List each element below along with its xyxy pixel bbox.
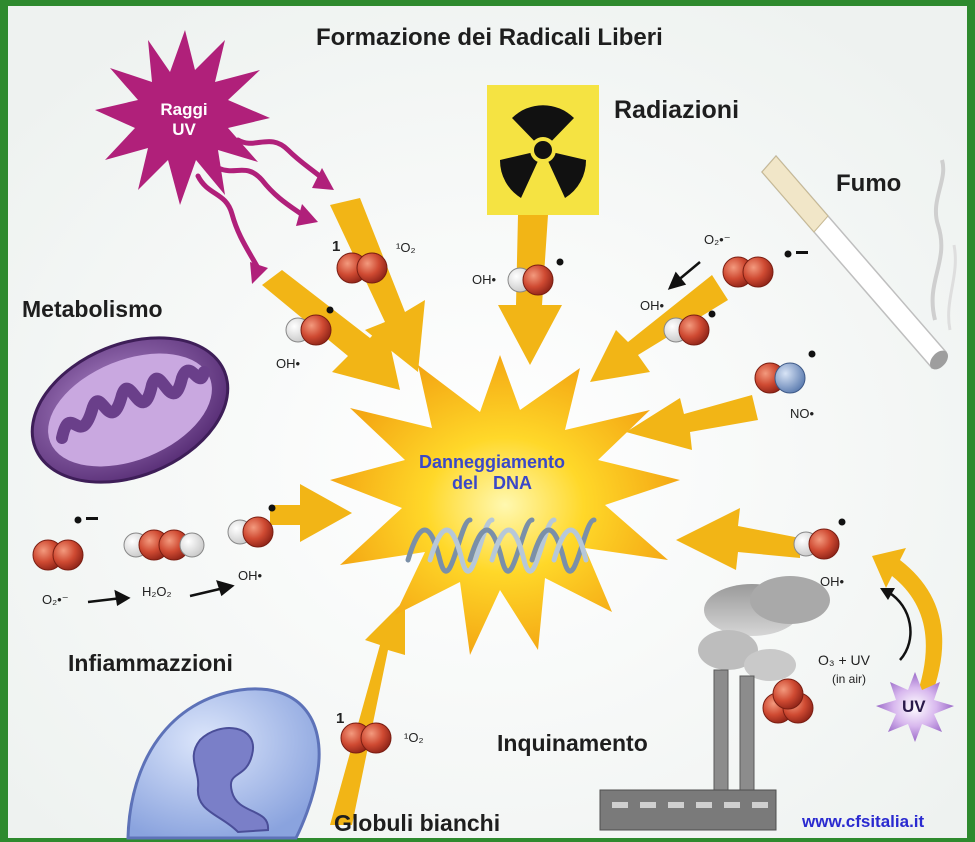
label-singlet-one: 1 (332, 238, 340, 255)
label-oh-radiation: OH• (472, 272, 496, 287)
label-o2-superoxide: O₂•⁻ (704, 232, 731, 248)
label-infiammazioni: Infiammazzioni (68, 650, 233, 677)
label-o2-singlet: ¹O₂ (396, 240, 416, 255)
watermark-link[interactable]: www.cfsitalia.it (802, 812, 924, 832)
label-inquinamento: Inquinamento (497, 730, 648, 757)
center-label: Danneggiamento del DNA (392, 452, 592, 494)
label-h2o2: H₂O₂ (142, 584, 172, 599)
label-oh-infl: OH• (238, 568, 262, 583)
label-oh-fumo: OH• (640, 298, 664, 313)
center-label-line2: del DNA (392, 473, 592, 494)
label-fumo: Fumo (836, 170, 901, 198)
label-singlet-one-wbc: 1 (336, 710, 344, 727)
label-o2-singlet-wbc: ¹O₂ (404, 730, 424, 745)
label-o2-superoxide-infl: O₂•⁻ (42, 592, 69, 608)
label-oh-poll: OH• (820, 574, 844, 589)
label-o3-uv: O₃ + UV (818, 652, 870, 668)
label-no: NO• (790, 406, 814, 421)
label-in-air: (in air) (832, 672, 866, 686)
label-radiazioni: Radiazioni (614, 96, 739, 125)
label-oh-uv: OH• (276, 356, 300, 371)
label-globuli-bianchi: Globuli bianchi (334, 810, 500, 837)
label-metabolismo: Metabolismo (22, 296, 163, 323)
diagram-title: Formazione dei Radicali Liberi (316, 24, 663, 52)
label-raggi-uv: Raggi UV (152, 100, 216, 140)
label-raggi-uv-line1: Raggi (152, 100, 216, 120)
center-label-line1: Danneggiamento (392, 452, 592, 473)
label-uv-burst: UV (902, 697, 926, 717)
label-raggi-uv-line2: UV (152, 120, 216, 140)
